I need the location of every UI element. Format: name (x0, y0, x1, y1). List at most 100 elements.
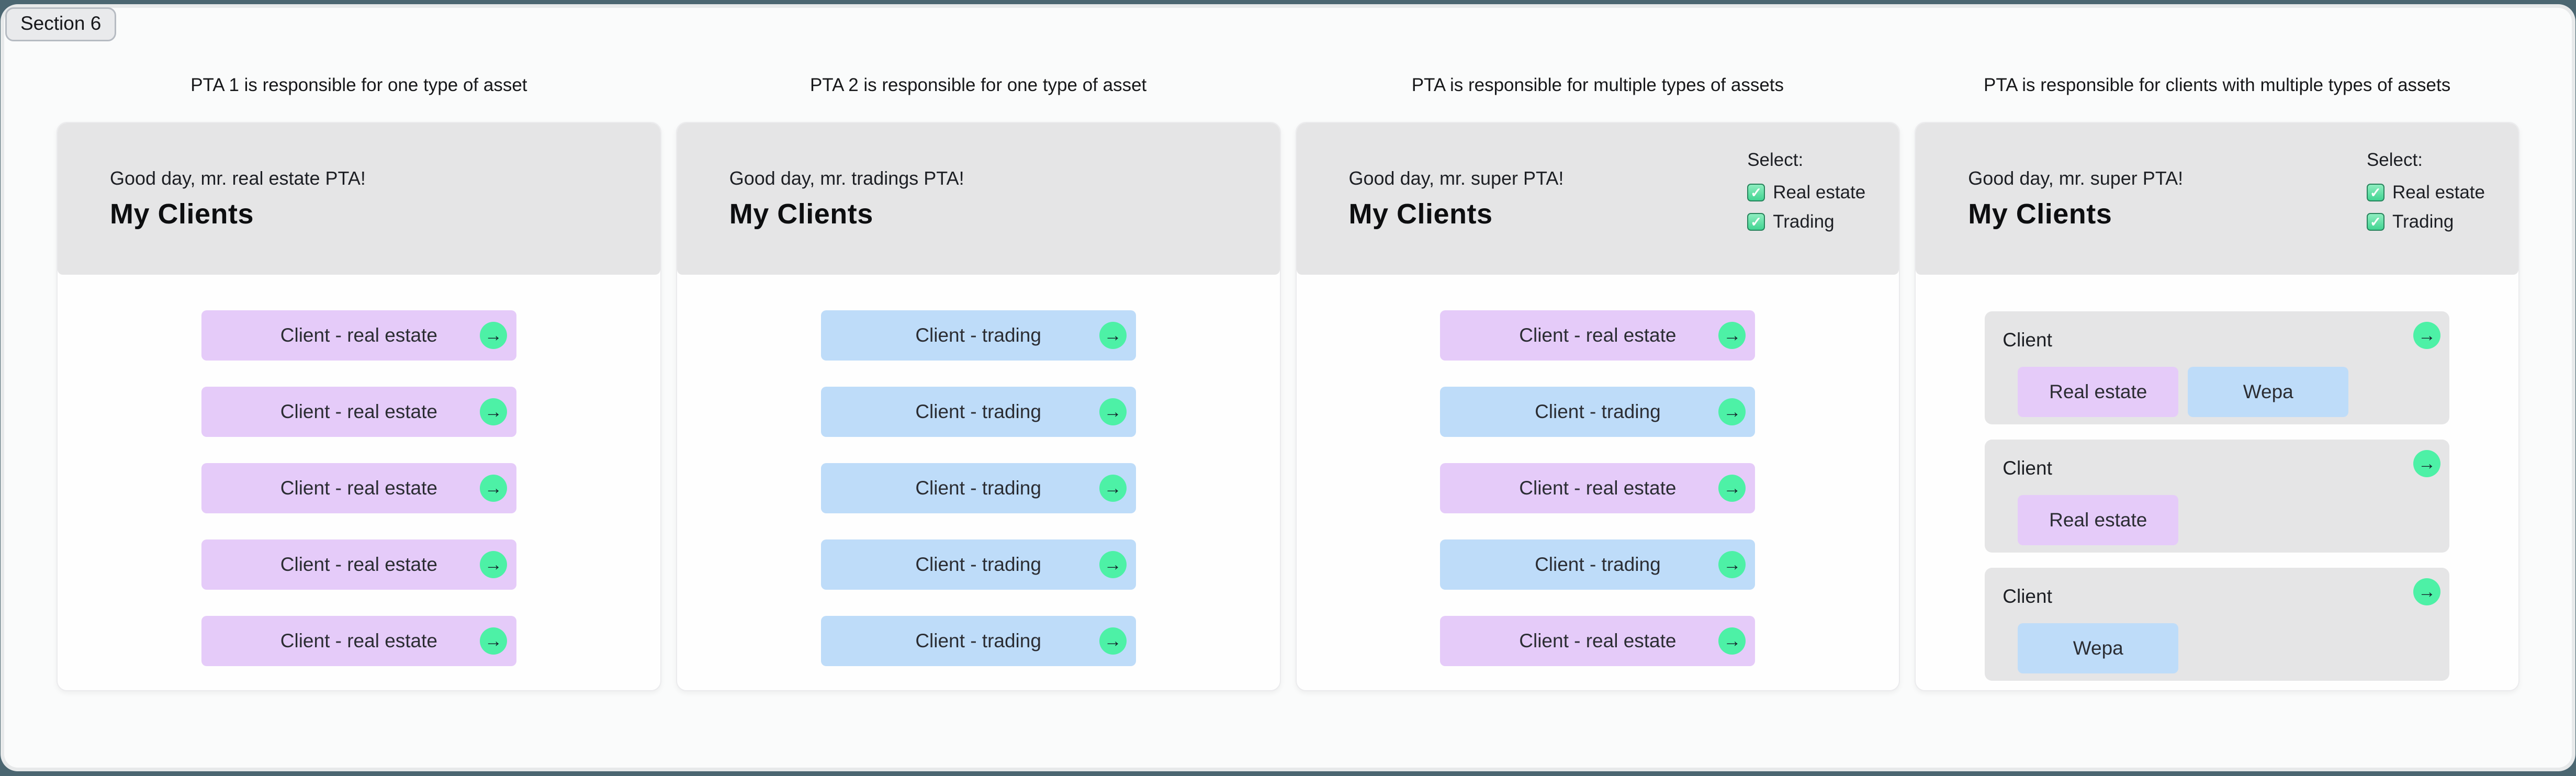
main-surface: Section 6 PTA 1 is responsible for one t… (4, 7, 2572, 768)
client-row-label: Client - real estate (280, 630, 437, 651)
client-row[interactable]: Client - real estate → (201, 463, 516, 513)
checkbox-checked-icon[interactable]: ✓ (2366, 213, 2384, 231)
super-pta-panel: Good day, mr. super PTA! My Clients Sele… (1295, 122, 1900, 691)
scenario-title: PTA is responsible for clients with mult… (1984, 75, 2451, 95)
open-client-arrow-button[interactable]: → (479, 322, 507, 349)
open-client-arrow-button[interactable]: → (1718, 398, 1746, 425)
asset-type-filter: Select: ✓ Real estate ✓ Trading (2366, 150, 2485, 241)
checkbox-checked-icon[interactable]: ✓ (1747, 184, 1765, 201)
client-row-label: Client - real estate (280, 324, 437, 346)
panel-header: Good day, mr. tradings PTA! My Clients (677, 123, 1280, 275)
client-row[interactable]: Client - trading→ (820, 539, 1136, 590)
client-card[interactable]: Client→Real estate (1985, 440, 2449, 553)
pta2-panel: Good day, mr. tradings PTA! My Clients C… (676, 122, 1281, 691)
select-label: Select: (1747, 150, 1804, 170)
asset-type-filter: Select: ✓ Real estate ✓ Trading (1747, 150, 1865, 241)
real-estate-checkbox-row[interactable]: ✓ Real estate (2366, 182, 2485, 203)
open-client-arrow-button[interactable]: → (479, 398, 507, 425)
client-row-label: Client - trading (1535, 401, 1661, 422)
client-row[interactable]: Client - real estate → (201, 616, 516, 666)
greeting-text: Good day, mr. super PTA! (1348, 167, 1564, 189)
client-row-label: Client - real estate (280, 554, 437, 575)
client-row-label: Client - trading (915, 630, 1041, 651)
client-row[interactable]: Client - real estate → (201, 539, 516, 590)
scenario-title: PTA 2 is responsible for one type of ass… (809, 75, 1147, 95)
client-row-label: Client - real estate (1519, 477, 1677, 499)
client-row[interactable]: Client - trading → (1440, 539, 1756, 590)
header-text-block: Good day, mr. super PTA! My Clients (1349, 167, 1564, 230)
client-card-label: Client (2003, 329, 2052, 351)
client-row-label: Client - trading (915, 324, 1041, 346)
client-row-label: Client - trading (915, 477, 1041, 499)
client-list: Client - trading → Client - trading → Client… (677, 275, 1280, 690)
checkbox-checked-icon[interactable]: ✓ (2366, 184, 2384, 201)
client-row[interactable]: Client - real estate → (1440, 616, 1756, 666)
open-client-arrow-button[interactable]: → (2413, 322, 2440, 349)
panel-header: Good day, mr. real estate PTA! My Client… (58, 123, 660, 275)
open-client-arrow-button[interactable]: → (1099, 551, 1127, 578)
client-row[interactable]: Client - real estate → (1440, 463, 1756, 513)
client-row-label: Client - real estate (1519, 630, 1677, 651)
asset-chip-row: Real estate (2018, 495, 2432, 545)
client-row-label: Client - real estate (280, 477, 437, 499)
client-row[interactable]: Client - trading → (820, 387, 1136, 437)
header-text-block: Good day, mr. super PTA! My Clients (1968, 167, 2183, 230)
open-client-arrow-button[interactable]: → (1718, 322, 1746, 349)
column-pta2: PTA 2 is responsible for one type of ass… (676, 8, 1281, 691)
client-card-label: Client (2003, 586, 2052, 607)
client-row-label: Client - trading (915, 401, 1041, 422)
trading-checkbox-row[interactable]: ✓ Trading (1747, 211, 1865, 232)
scenario-title: PTA 1 is responsible for one type of ass… (190, 75, 527, 95)
real-estate-checkbox-row[interactable]: ✓ Real estate (1747, 182, 1865, 203)
column-super-pta: PTA is responsible for multiple types of… (1295, 8, 1900, 691)
client-row[interactable]: Client - trading → (820, 310, 1136, 361)
client-row[interactable]: Client - trading → (820, 616, 1136, 666)
asset-chip: Wepa (2188, 367, 2349, 417)
client-row[interactable]: Client - trading → (820, 463, 1136, 513)
client-list: Client - real estate→Client - trading→Cl… (1297, 275, 1899, 690)
checkbox-label: Trading (1773, 211, 1835, 232)
header-text-block: Good day, mr. tradings PTA! My Clients (729, 167, 964, 230)
open-client-arrow-button[interactable]: → (1099, 627, 1127, 655)
open-client-arrow-button[interactable]: → (2413, 450, 2440, 477)
open-client-arrow-button[interactable]: → (1718, 551, 1746, 578)
open-client-arrow-button[interactable]: → (2413, 578, 2440, 605)
greeting-text: Good day, mr. super PTA! (1968, 167, 2184, 189)
open-client-arrow-button[interactable]: → (1718, 475, 1746, 502)
client-row-label: Client - trading (1535, 554, 1661, 575)
open-client-arrow-button[interactable]: → (1718, 627, 1746, 655)
open-client-arrow-button[interactable]: → (1099, 322, 1127, 349)
open-client-arrow-button[interactable]: → (479, 627, 507, 655)
select-label: Select: (2366, 150, 2423, 170)
open-client-arrow-button[interactable]: → (479, 475, 507, 502)
checkbox-label: Real estate (1773, 182, 1866, 203)
my-clients-heading: My Clients (1348, 198, 1493, 230)
super-pta-grouped-panel: Good day, mr. super PTA! My Clients Sele… (1915, 122, 2519, 691)
trading-checkbox-row[interactable]: ✓ Trading (2366, 211, 2485, 232)
asset-chip: Real estate (2018, 495, 2179, 545)
open-client-arrow-button[interactable]: → (479, 551, 507, 578)
pta1-panel: Good day, mr. real estate PTA! My Client… (57, 122, 661, 691)
greeting-text: Good day, mr. real estate PTA! (110, 167, 366, 189)
checkbox-checked-icon[interactable]: ✓ (1747, 213, 1765, 231)
column-pta1: PTA 1 is responsible for one type of ass… (57, 8, 661, 691)
asset-chip: Wepa (2018, 623, 2179, 673)
header-text-block: Good day, mr. real estate PTA! My Client… (110, 167, 366, 230)
column-super-pta-grouped: PTA is responsible for clients with mult… (1915, 8, 2519, 691)
panel-header: Good day, mr. super PTA! My Clients Sele… (1296, 123, 1899, 275)
checkbox-label: Real estate (2392, 182, 2485, 203)
client-row[interactable]: Client - trading → (1440, 387, 1756, 437)
open-client-arrow-button[interactable]: → (1099, 398, 1127, 425)
asset-chip-row: Wepa (2018, 623, 2432, 673)
scenario-columns: PTA 1 is responsible for one type of ass… (4, 8, 2572, 691)
client-row[interactable]: Client - real estate→ (1440, 310, 1756, 361)
section-badge: Section 6 (5, 7, 117, 41)
open-client-arrow-button[interactable]: → (1099, 475, 1127, 502)
checkbox-label: Trading (2392, 211, 2454, 232)
client-card[interactable]: Client → Wepa (1985, 568, 2449, 681)
asset-chip: Real estate (2018, 367, 2179, 417)
client-row[interactable]: Client - real estate → (201, 310, 516, 361)
client-row[interactable]: Client - real estate→ (201, 387, 516, 437)
